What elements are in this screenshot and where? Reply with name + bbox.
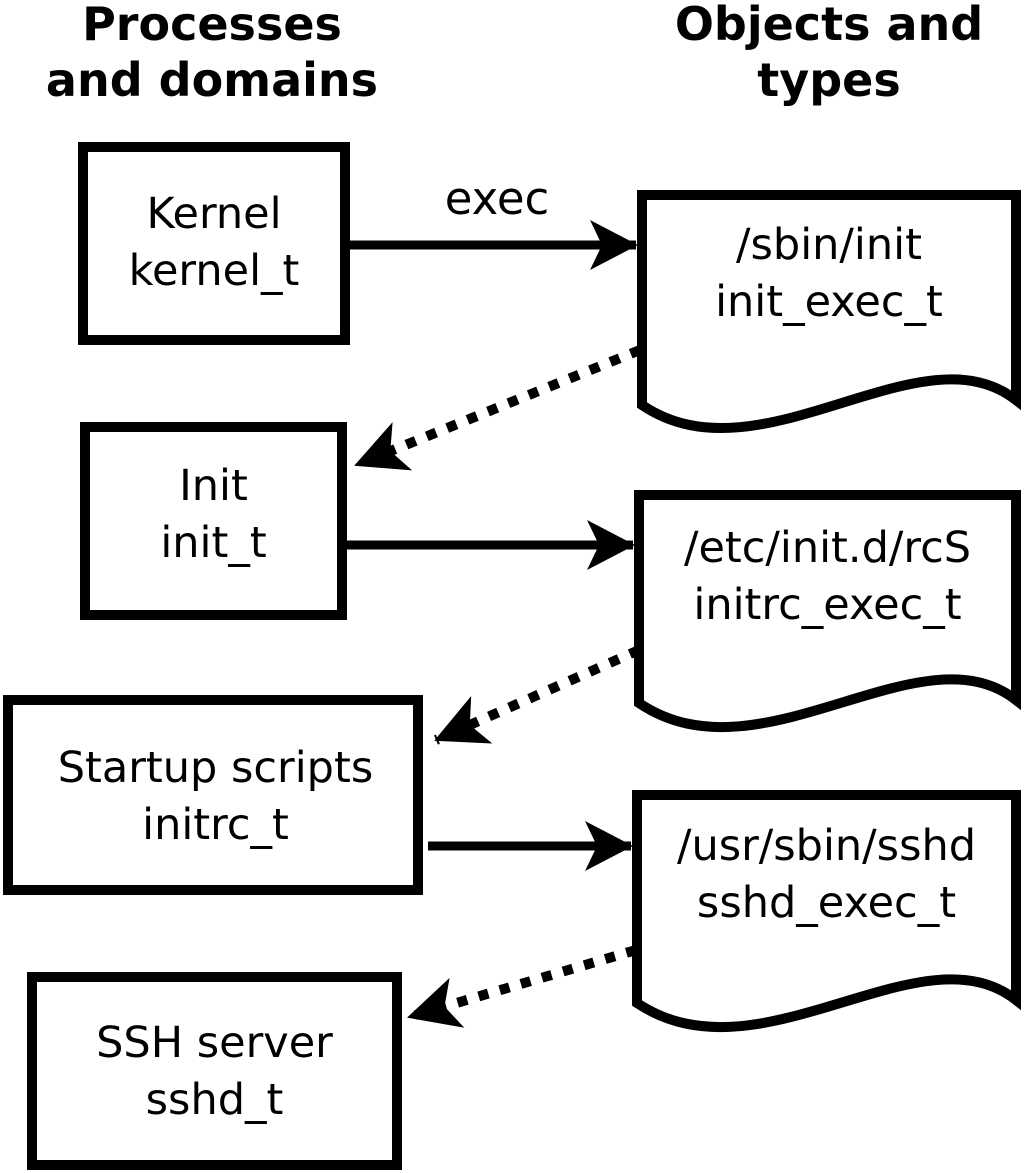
column-header-processes-line2: and domains bbox=[45, 53, 379, 107]
domain-type: kernel_t bbox=[128, 246, 300, 296]
process-name: SSH server bbox=[96, 1018, 333, 1068]
process-box-kernel-label: Kernel kernel_t bbox=[78, 186, 350, 300]
process-box-startup-scripts-shape bbox=[3, 695, 423, 895]
column-header-objects: Objects and types bbox=[634, 0, 1024, 108]
object-doc-etc-initd-rcs-shape bbox=[634, 490, 1021, 733]
column-header-processes: Processes and domains bbox=[0, 0, 424, 108]
process-box-ssh-server-label: SSH server sshd_t bbox=[27, 1015, 402, 1129]
object-doc-etc-initd-rcs-label: /etc/init.d/rcS initrc_exec_t bbox=[639, 520, 1016, 634]
domain-type: init_t bbox=[160, 518, 267, 568]
process-name: Startup scripts bbox=[57, 743, 374, 793]
exec-arrow-label: exec bbox=[444, 172, 550, 225]
domain-type: initrc_t bbox=[142, 800, 289, 850]
process-name: Init bbox=[179, 461, 248, 511]
process-box-ssh-server-shape bbox=[27, 972, 402, 1170]
object-doc-usr-sbin-sshd-label: /usr/sbin/sshd sshd_exec_t bbox=[637, 818, 1016, 932]
object-path: /sbin/init bbox=[736, 220, 922, 270]
object-path: /usr/sbin/sshd bbox=[676, 821, 977, 871]
process-box-kernel-shape bbox=[78, 142, 350, 345]
object-type: init_exec_t bbox=[715, 277, 943, 327]
process-box-init-label: Init init_t bbox=[80, 458, 347, 572]
transition-arrow-sshd-to-sshserver bbox=[407, 945, 638, 1028]
object-doc-usr-sbin-sshd-shape bbox=[632, 790, 1021, 1033]
process-box-init-shape bbox=[80, 422, 347, 620]
transition-arrow-rcs-to-startup bbox=[433, 645, 642, 745]
object-type: sshd_exec_t bbox=[696, 878, 957, 928]
object-path: /etc/init.d/rcS bbox=[683, 523, 972, 573]
object-type: initrc_exec_t bbox=[693, 580, 962, 630]
process-box-startup-scripts-label: Startup scripts initrc_t bbox=[3, 740, 428, 854]
object-doc-sbin-init-label: /sbin/init init_exec_t bbox=[642, 217, 1016, 331]
column-header-objects-line1: Objects and bbox=[674, 0, 984, 51]
object-doc-sbin-init-shape bbox=[637, 190, 1021, 434]
transition-arrow-sbin-init-to-init bbox=[354, 345, 642, 471]
process-name: Kernel bbox=[146, 189, 282, 239]
domain-type: sshd_t bbox=[145, 1075, 284, 1125]
column-header-processes-line1: Processes bbox=[82, 0, 342, 51]
column-header-objects-line2: types bbox=[757, 53, 901, 107]
